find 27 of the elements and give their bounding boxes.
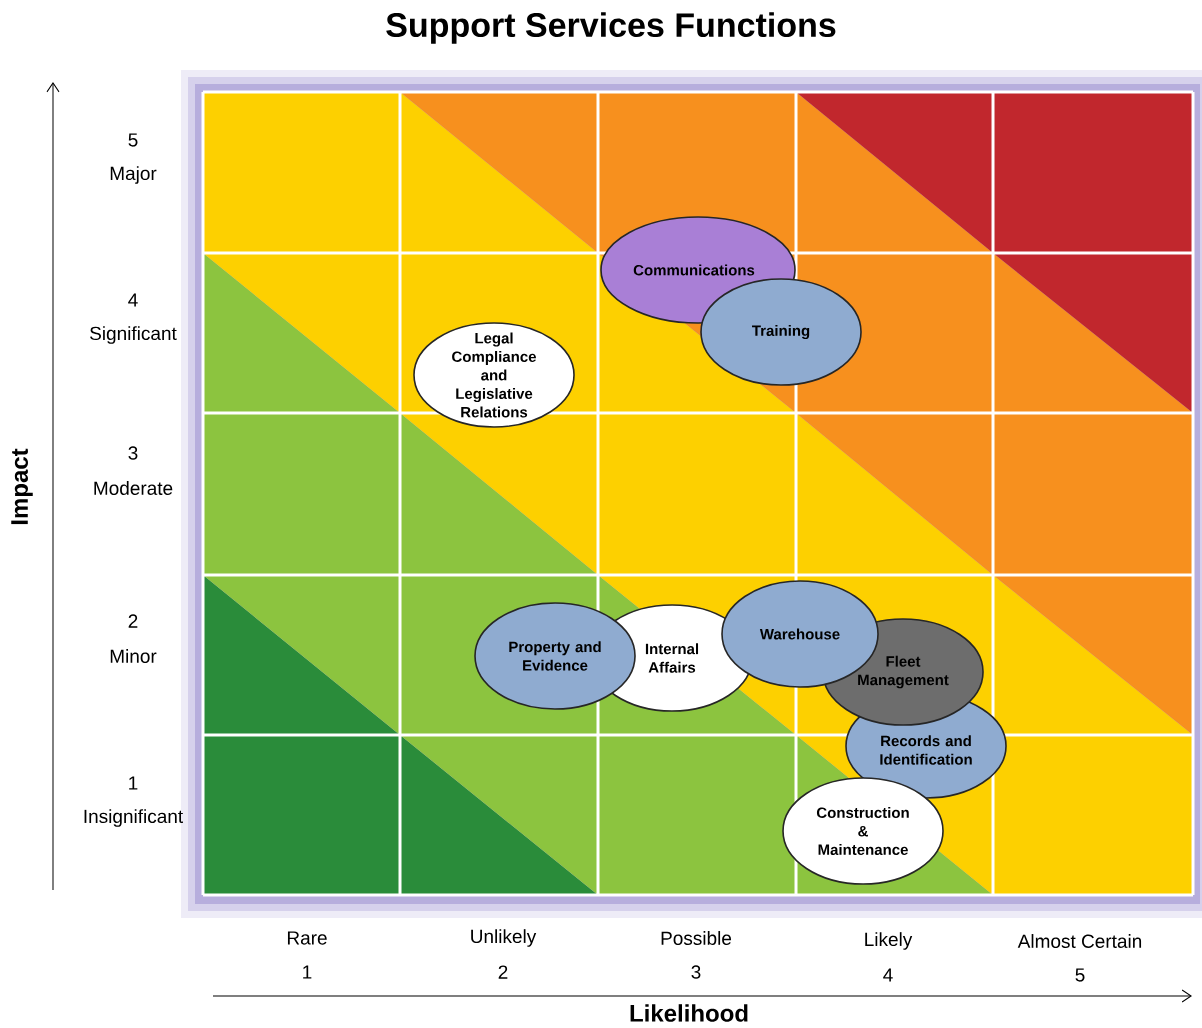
axis-title: Impact bbox=[11, 448, 33, 525]
ellipse-node: Training bbox=[700, 278, 862, 386]
axis-label: Significant bbox=[90, 326, 177, 344]
axis-label: Likely bbox=[865, 932, 913, 950]
axis-label: Moderate bbox=[94, 481, 173, 495]
axis-value: 5 bbox=[1075, 968, 1085, 982]
axis-value: 2 bbox=[128, 614, 138, 628]
axis-value: 2 bbox=[498, 965, 508, 979]
axis-label: Minor bbox=[110, 649, 157, 663]
axis-value: 4 bbox=[883, 968, 893, 982]
axis-label: Unlikely bbox=[471, 929, 537, 947]
ellipse-node: Legal Compliance and Legislative Relations bbox=[413, 322, 575, 428]
axis-label: Major bbox=[110, 166, 157, 184]
axis-value: 4 bbox=[128, 293, 138, 307]
axis-value: 5 bbox=[128, 133, 138, 147]
axis-value: 1 bbox=[129, 776, 138, 790]
axis-value: 3 bbox=[128, 446, 138, 460]
ellipse-node: Property and Evidence bbox=[474, 602, 636, 710]
axis-label: Rare bbox=[287, 931, 327, 945]
axis-value: 3 bbox=[691, 965, 701, 979]
axis-label: Possible bbox=[661, 931, 732, 945]
axis-label: Insignificant bbox=[84, 809, 183, 827]
axis-title: Likelihood bbox=[630, 1004, 748, 1022]
ellipse-node: Construction & Maintenance bbox=[782, 777, 944, 885]
title: Support Services Functions bbox=[386, 12, 836, 44]
axis-label: Almost Certain bbox=[1017, 934, 1142, 948]
axis-value: 1 bbox=[303, 965, 312, 979]
